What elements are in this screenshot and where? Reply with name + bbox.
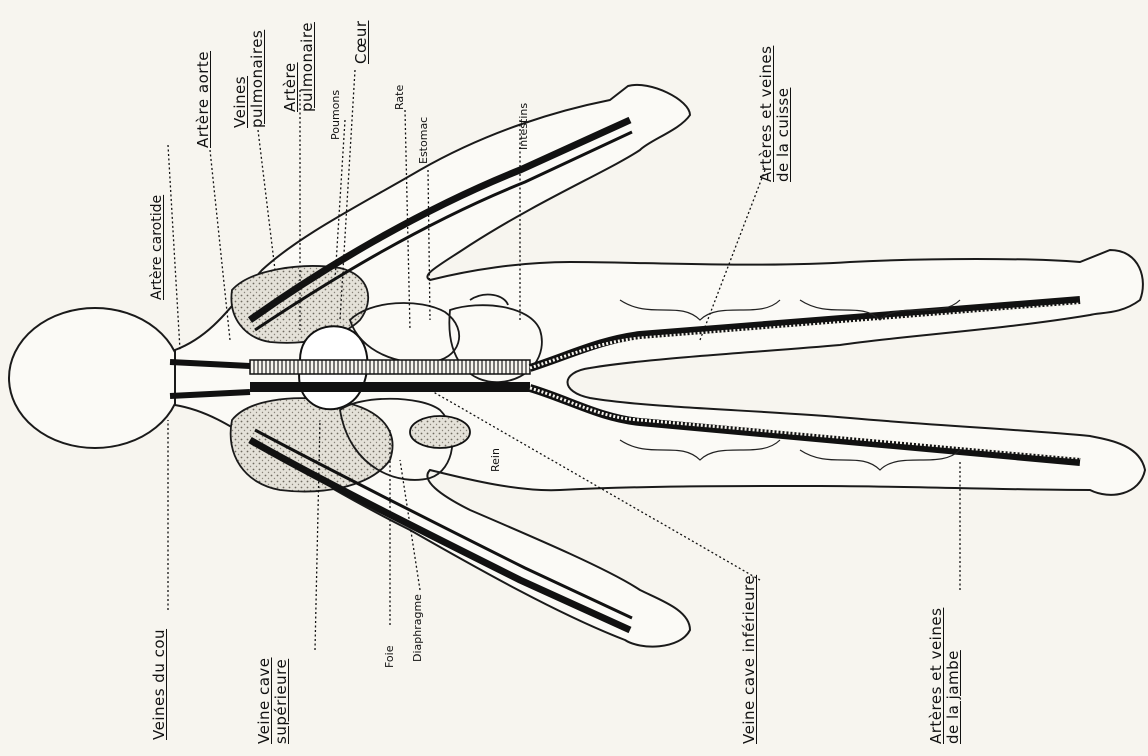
label-veine-cave-inferieure: Veine cave inférieure bbox=[742, 575, 757, 744]
label-coeur: Cœur bbox=[354, 21, 369, 65]
label-rein: Rein bbox=[490, 448, 501, 472]
label-veine-cave-superieure: Veine cave supérieure bbox=[256, 657, 291, 744]
label-poumons: Poumons bbox=[330, 90, 341, 140]
label-veines-du-cou: Veines du cou bbox=[152, 629, 167, 740]
label-veines-pulmonaires: Veines pulmonaires bbox=[232, 30, 267, 128]
label-artere-aorte: Artère aorte bbox=[196, 51, 211, 148]
label-diaphragme: Diaphragme bbox=[412, 594, 423, 662]
kidney-icon bbox=[410, 416, 470, 448]
label-intestins: Intestins bbox=[518, 103, 529, 150]
label-arteres-veines-cuisse: Artères et veines de la cuisse bbox=[758, 46, 793, 182]
human-body-outline-icon bbox=[9, 85, 1145, 647]
label-rate: Rate bbox=[394, 85, 405, 110]
label-artere-carotide: Artère carotide bbox=[150, 195, 164, 300]
label-estomac: Estomac bbox=[418, 117, 429, 164]
label-artere-pulmonaire: Artère pulmonaire bbox=[282, 22, 317, 112]
label-foie: Foie bbox=[384, 646, 395, 669]
label-arteres-veines-jambe: Artères et veines de la jambe bbox=[928, 608, 963, 744]
